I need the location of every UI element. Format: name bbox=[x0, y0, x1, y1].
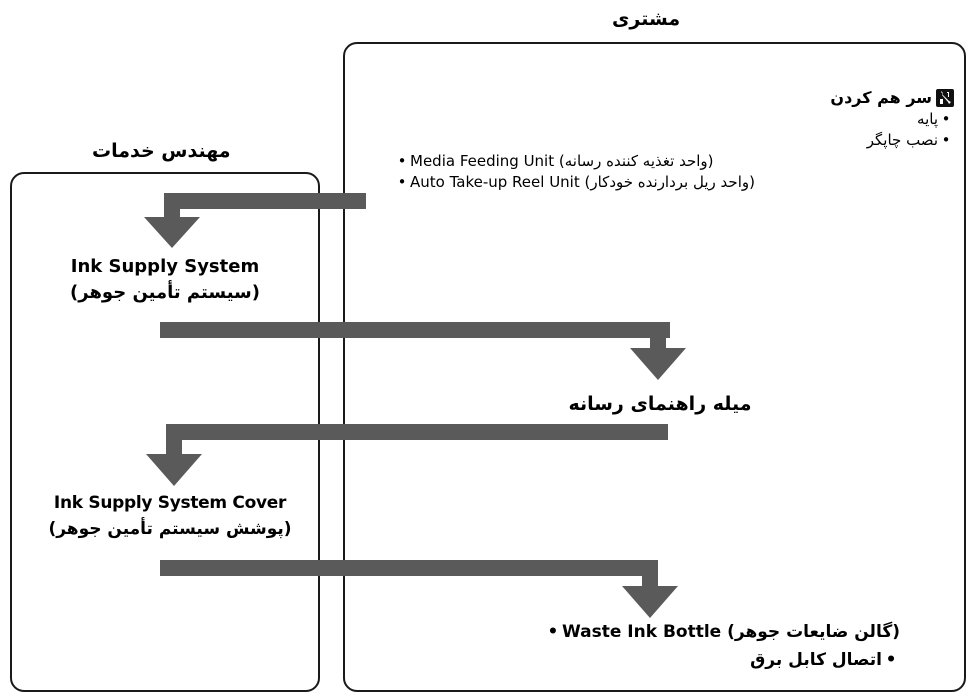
arrow-2-horizontal bbox=[160, 322, 670, 338]
ink-supply-system-en: Ink Supply System bbox=[70, 256, 260, 277]
arrow-1-vertical bbox=[164, 193, 180, 217]
arrow-2-head bbox=[630, 348, 686, 380]
arrow-3-vertical bbox=[166, 424, 182, 454]
step-media-guide-bar: میله راهنمای رسانه bbox=[568, 393, 752, 415]
assembly-item-stand: پایه bbox=[394, 109, 954, 130]
assembly-item-media-feeding-unit: Media Feeding Unit (واحد تغذیه کننده رسا… bbox=[394, 151, 954, 172]
arrow-1-horizontal bbox=[164, 193, 366, 209]
arrow-3-head bbox=[146, 454, 202, 486]
final-step-power-cable: اتصال کابل برق bbox=[544, 646, 900, 674]
service-engineer-lane-title: مهندس خدمات bbox=[92, 140, 231, 162]
assembly-item-auto-takeup-reel: Auto Take-up Reel Unit (واحد ریل بردارند… bbox=[394, 172, 954, 193]
assembly-block: سر هم کردن پایه نصب چاپگر Media Feeding … bbox=[394, 88, 954, 193]
arrow-4-vertical bbox=[642, 560, 658, 586]
wrench-screwdriver-icon bbox=[936, 88, 954, 107]
arrow-1-head bbox=[144, 217, 200, 248]
ink-supply-cover-fa: (پوشش سیستم تأمین جوهر) bbox=[48, 519, 292, 539]
assembly-title: سر هم کردن bbox=[830, 88, 932, 107]
arrow-2-vertical bbox=[650, 322, 666, 348]
assembly-list: پایه نصب چاپگر Media Feeding Unit (واحد … bbox=[394, 109, 954, 193]
customer-lane bbox=[343, 42, 966, 692]
customer-lane-title: مشتری bbox=[612, 8, 681, 30]
ink-supply-cover-en: Ink Supply System Cover bbox=[53, 493, 287, 513]
assembly-item-printer-install: نصب چاپگر bbox=[394, 130, 954, 151]
arrow-4-head bbox=[622, 586, 678, 618]
final-steps-list: Waste Ink Bottle (گالن ضایعات جوهر) اتصا… bbox=[544, 618, 900, 674]
arrow-group bbox=[144, 193, 686, 618]
arrow-4-horizontal bbox=[160, 560, 658, 576]
final-step-waste-ink-bottle: Waste Ink Bottle (گالن ضایعات جوهر) bbox=[544, 618, 900, 646]
ink-supply-system-fa: (سیستم تأمین جوهر) bbox=[70, 282, 260, 303]
step-ink-supply-cover: Ink Supply System Cover (پوشش سیستم تأمی… bbox=[20, 490, 320, 542]
step-ink-supply-system: Ink Supply System (سیستم تأمین جوهر) bbox=[20, 254, 310, 306]
arrow-3-horizontal bbox=[166, 424, 668, 440]
assembly-heading: سر هم کردن bbox=[394, 88, 954, 107]
